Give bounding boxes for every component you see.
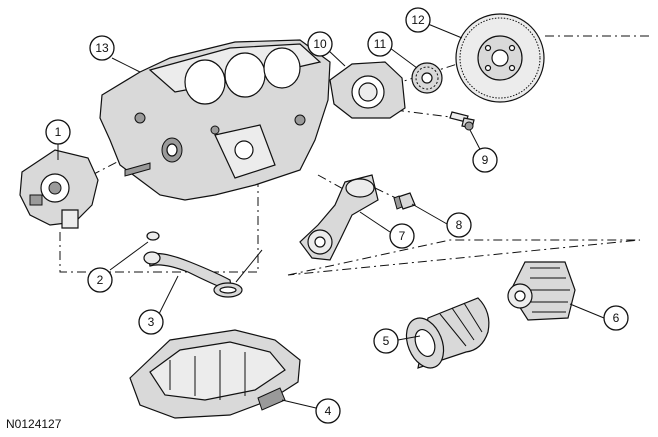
callout-2-label: 2 — [97, 273, 104, 287]
callout-6-label: 6 — [613, 311, 620, 325]
callout-10-label: 10 — [313, 37, 327, 51]
callout-7-label: 7 — [399, 229, 406, 243]
callout-13-label: 13 — [95, 41, 109, 55]
callout-9-label: 9 — [482, 153, 489, 167]
callout-12: 12 — [405, 7, 431, 33]
oil-cooler — [507, 261, 576, 321]
callout-4-label: 4 — [325, 404, 332, 418]
callout-2: 2 — [87, 267, 113, 293]
bolt — [449, 111, 475, 131]
oil-pressure-sensor — [393, 192, 416, 210]
callout-6: 6 — [603, 305, 629, 331]
callout-13: 13 — [89, 35, 115, 61]
callout-1: 1 — [45, 119, 71, 145]
oil-pump-drive — [299, 174, 379, 261]
crankshaft-sprocket — [411, 62, 443, 94]
callout-1-label: 1 — [55, 125, 62, 139]
callout-5-label: 5 — [383, 334, 390, 348]
callout-7: 7 — [389, 223, 415, 249]
callout-12-label: 12 — [411, 13, 425, 27]
callout-11-label: 11 — [374, 37, 387, 51]
callout-3-label: 3 — [148, 315, 155, 329]
oil-pickup-tube — [143, 249, 263, 298]
rear-seal-retainer — [329, 61, 406, 119]
callout-8: 8 — [446, 212, 472, 238]
callout-3: 3 — [138, 309, 164, 335]
callout-leaders — [57, 23, 605, 409]
callout-5: 5 — [373, 328, 399, 354]
callout-10: 10 — [307, 31, 333, 57]
callout-4: 4 — [315, 398, 341, 424]
callout-11: 11 — [367, 31, 393, 57]
flexplate — [455, 13, 650, 103]
oil-pan — [129, 329, 301, 419]
oil-filter — [405, 297, 490, 369]
oil-pump — [19, 149, 99, 229]
callout-8-label: 8 — [456, 218, 463, 232]
oil-pump-screen-gasket — [146, 231, 160, 241]
callout-9: 9 — [472, 147, 498, 173]
engine-block — [99, 39, 331, 201]
figure-id: N0124127 — [6, 417, 62, 431]
